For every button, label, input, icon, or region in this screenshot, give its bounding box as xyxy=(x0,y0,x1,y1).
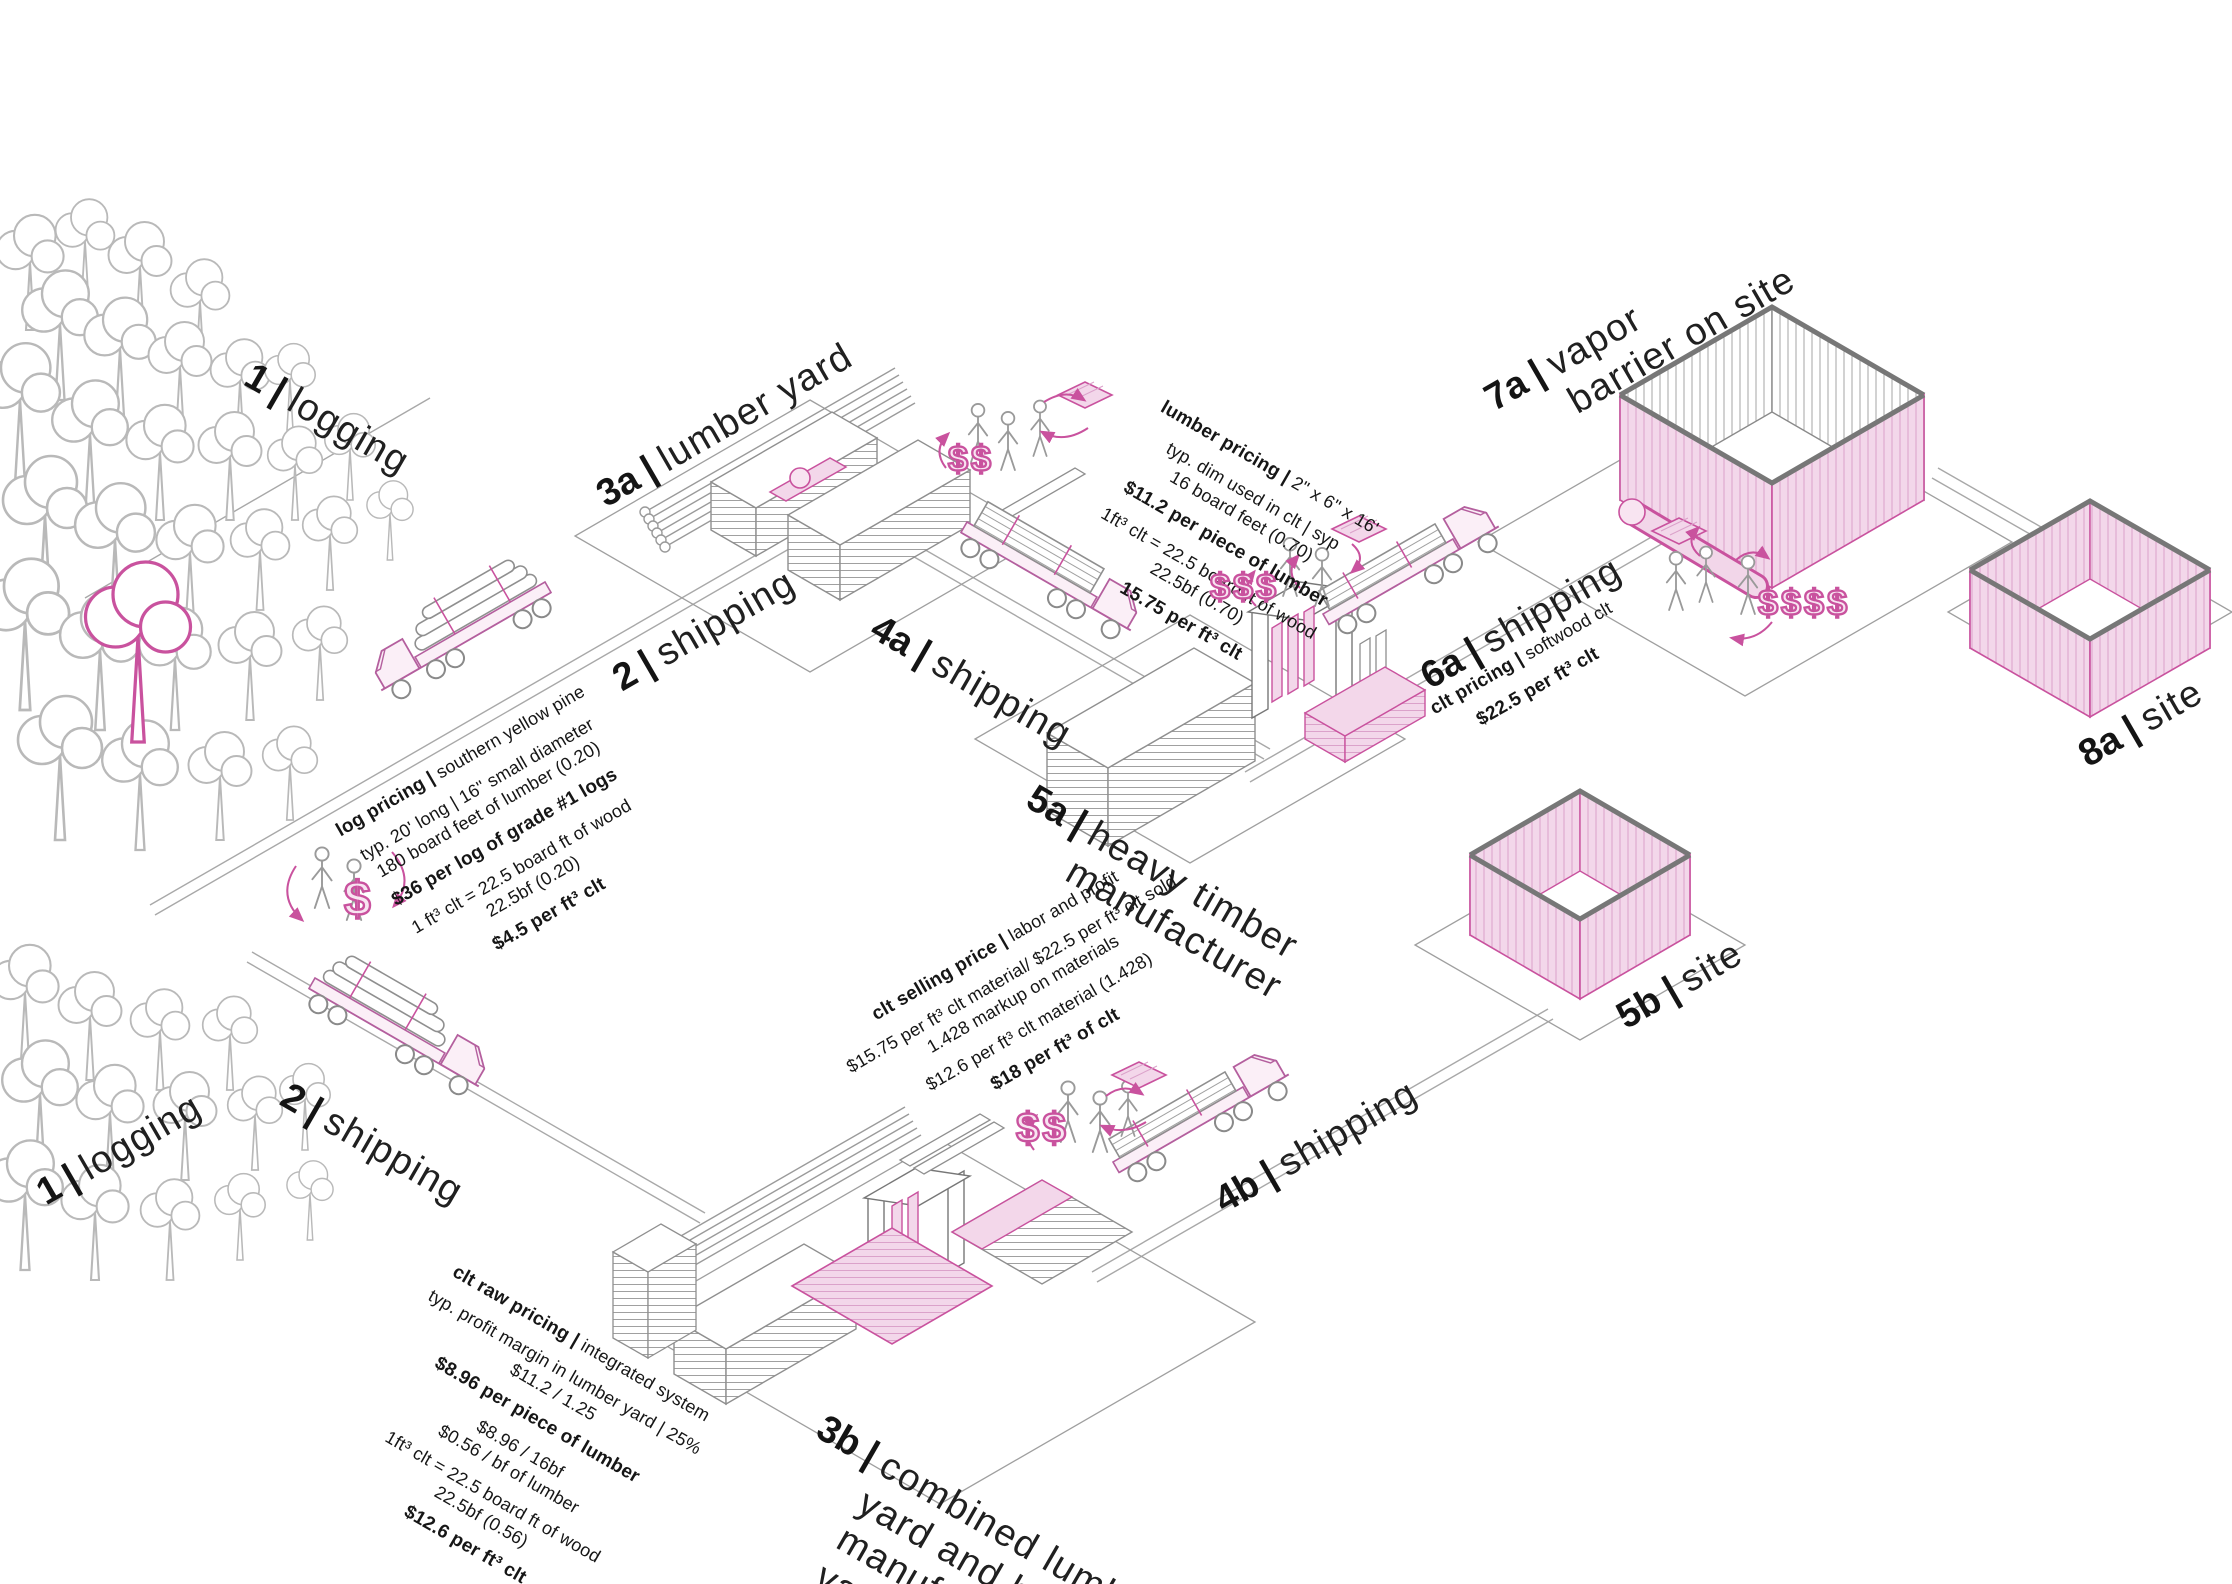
building-5b-site xyxy=(1468,788,1692,1001)
loose-beams-icon xyxy=(898,1113,1006,1175)
transaction-4-site-sale xyxy=(1651,517,1773,647)
tall-stack-icon xyxy=(611,1223,698,1360)
dollar-signs-icon: $$$$ xyxy=(1757,581,1851,624)
lumber-stack-icon xyxy=(786,439,972,602)
clt-panel-icon xyxy=(1111,1061,1167,1089)
transaction-2-lumber-sale xyxy=(934,381,1113,471)
transaction-3-clt-sale xyxy=(1241,515,1387,607)
transaction-5-integrated-sale xyxy=(1022,1061,1167,1153)
platform-3b xyxy=(623,1139,1257,1505)
lumber-yard-3a xyxy=(639,367,1087,602)
dollar-signs-icon: $ xyxy=(343,872,374,927)
combined-facility-3b xyxy=(611,1106,1134,1406)
lumber-stack-icon xyxy=(709,411,879,558)
clt-flat-panel-icon xyxy=(950,1179,1134,1285)
clt-flat-panel-icon xyxy=(790,1227,994,1345)
clt-panel-stack-icon xyxy=(1303,666,1427,764)
dollar-signs-icon: $$ xyxy=(1015,1103,1069,1152)
transaction-1-log-sale xyxy=(286,846,407,923)
dollar-signs-icon: $$$ xyxy=(1209,565,1280,608)
dollar-signs-icon: $$ xyxy=(947,437,995,480)
saw-icon xyxy=(768,457,848,502)
truck-2a-logs xyxy=(363,547,561,707)
forest-top xyxy=(0,198,414,852)
building-8a-site xyxy=(1968,498,2212,719)
building-7a-vapor-barrier xyxy=(1618,304,1926,599)
